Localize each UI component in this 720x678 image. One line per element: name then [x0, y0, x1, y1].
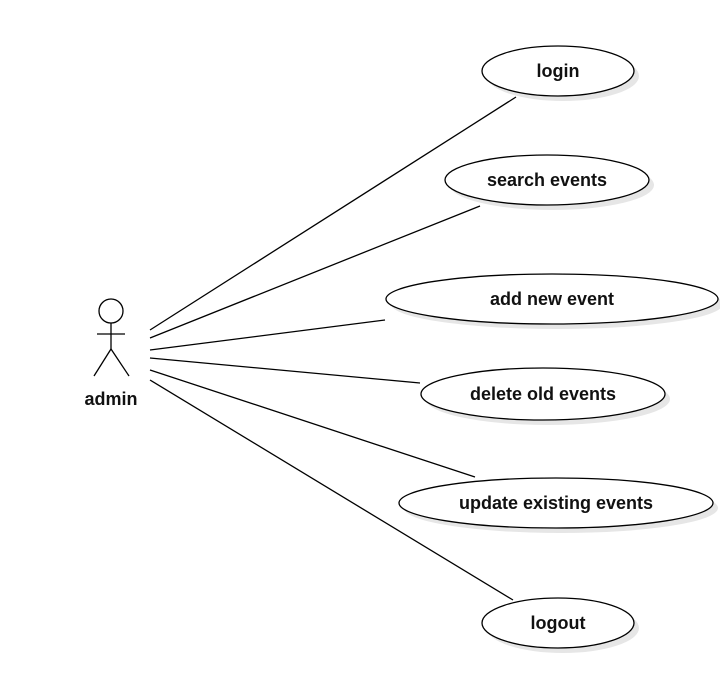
stick-figure-icon — [93, 298, 130, 377]
use-case-logout[interactable]: logout — [481, 597, 639, 653]
association-add-new-event — [149, 319, 386, 351]
use-case-ellipse — [385, 273, 719, 325]
use-case-add-new-event[interactable]: add new event — [385, 273, 720, 329]
association-delete-old-events — [149, 357, 421, 384]
association-update-existing-events — [149, 369, 476, 478]
use-case-search-events[interactable]: search events — [444, 154, 654, 210]
actor-admin[interactable]: admin — [84, 298, 138, 409]
use-case-label: search events — [487, 170, 607, 190]
use-case-login[interactable]: login — [481, 45, 639, 101]
association-login — [149, 96, 517, 331]
use-case-delete-old-events[interactable]: delete old events — [420, 367, 670, 425]
association-logout — [149, 379, 514, 601]
use-case-ellipse — [398, 477, 714, 529]
use-case-update-existing-events[interactable]: update existing events — [398, 477, 718, 533]
use-case-label: add new event — [490, 289, 614, 309]
use-case-ellipse — [481, 597, 635, 649]
use-case-ellipse — [481, 45, 635, 97]
use-case-ellipse — [420, 367, 666, 421]
use-case-label: logout — [531, 613, 586, 633]
association-search-events — [149, 205, 481, 339]
use-case-label: update existing events — [459, 493, 653, 513]
use-case-label: login — [537, 61, 580, 81]
use-case-ellipse — [444, 154, 650, 206]
actor-label: admin — [84, 389, 137, 409]
associations — [149, 96, 517, 601]
use-case-label: delete old events — [470, 384, 616, 404]
